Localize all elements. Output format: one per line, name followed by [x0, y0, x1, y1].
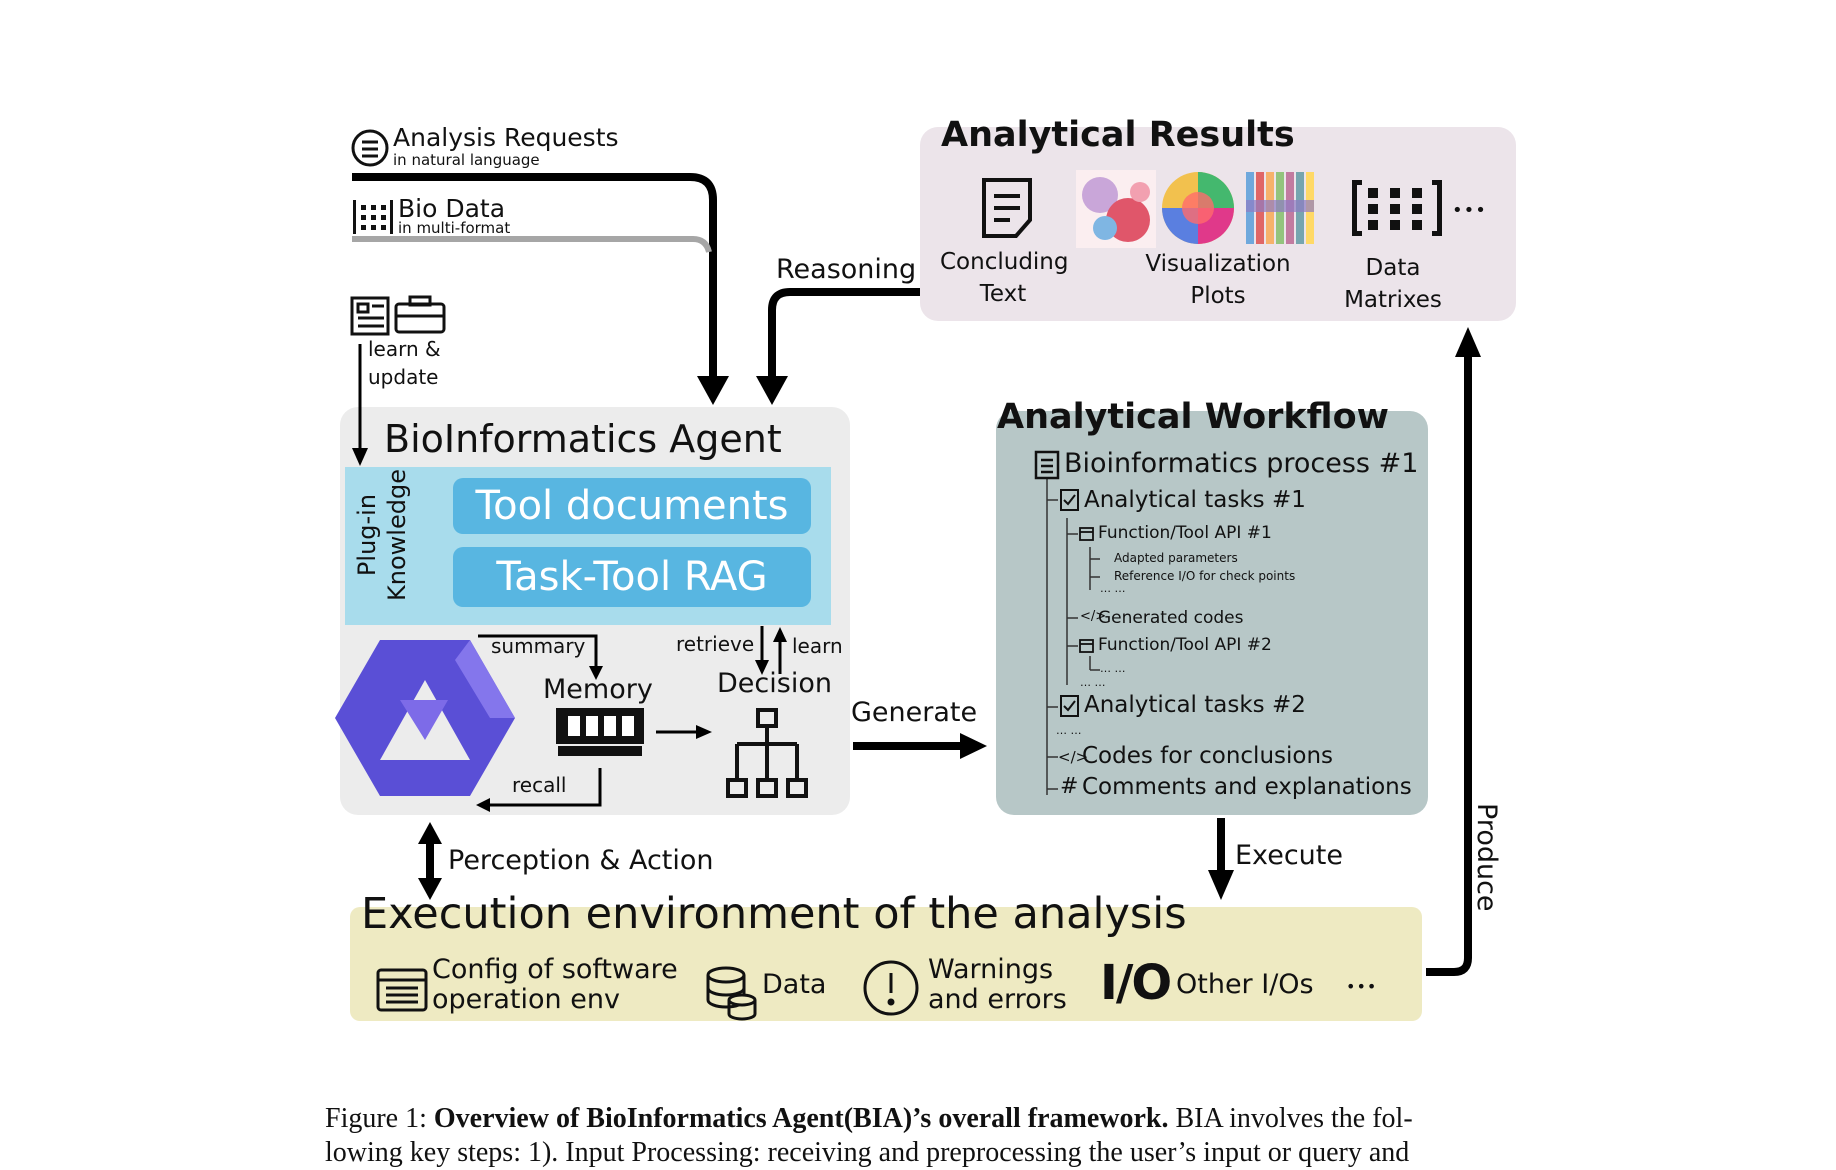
data-matrix-icon — [1352, 180, 1442, 236]
toolbox-icon — [394, 295, 446, 334]
visualization-line-1: Visualization — [1145, 251, 1291, 277]
dots-2: … … — [1100, 662, 1126, 675]
concluding-line-1: Concluding — [940, 249, 1069, 275]
workflow-title: Analytical Workflow — [997, 397, 1389, 437]
caption-line-2: lowing key steps: 1). Input Processing: … — [325, 1137, 1410, 1168]
caption-bold: Overview of BioInformatics Agent(BIA)’s … — [433, 1103, 1169, 1134]
workflow-tree-lines — [1046, 478, 1100, 795]
analysis-requests-arrowhead — [697, 376, 729, 405]
visualization-line-2: Plots — [1190, 283, 1246, 309]
execute-label: Execute — [1235, 840, 1343, 871]
summary-label: summary — [491, 634, 586, 658]
other-ios-label: Other I/Os — [1176, 969, 1314, 1000]
data-matrixes-label: Data Matrixes — [1330, 252, 1456, 316]
produce-arrow — [1426, 355, 1472, 976]
dots-3: … … — [1080, 676, 1106, 689]
analysis-requests-sub: in natural language — [393, 151, 540, 169]
agent-title: BioInformatics Agent — [384, 417, 782, 461]
task2-label: Analytical tasks #2 — [1084, 692, 1306, 718]
plugin-knowledge-label: Plug-in Knowledge — [352, 460, 412, 610]
data-label: Data — [762, 969, 827, 1000]
figure-caption: Figure 1: Overview of BioInformatics Age… — [325, 1102, 1521, 1170]
codes-conclusions-label: Codes for conclusions — [1082, 743, 1334, 769]
decision-tree-icon — [726, 708, 808, 798]
params-label: Adapted parameters — [1114, 551, 1238, 565]
bio-data-line — [352, 236, 712, 253]
plugin-label-line-1: Plug-in — [353, 493, 381, 577]
bio-data-sub: in multi-format — [398, 219, 511, 237]
process-label: Bioinformatics process #1 — [1064, 448, 1419, 479]
chat-bubble-icon — [351, 129, 389, 167]
code-icon-1: </> — [1080, 609, 1107, 624]
tool-documents-box: Tool documents — [453, 478, 811, 534]
caption-line-1: Figure 1: Overview of BioInformatics Age… — [325, 1102, 1521, 1136]
task-tool-rag-box: Task-Tool RAG — [453, 547, 811, 607]
perception-action-label: Perception & Action — [448, 845, 714, 876]
caption-label: Figure 1: — [325, 1103, 427, 1134]
summary-arrow — [478, 634, 598, 668]
recall-label: recall — [512, 773, 567, 797]
hash-icon: # — [1060, 774, 1079, 799]
config-line-1: Config of software — [432, 954, 678, 985]
concluding-text-label: Concluding Text — [940, 246, 1069, 310]
comments-label: Comments and explanations — [1082, 774, 1412, 800]
matrixes-line-1: Data — [1365, 255, 1421, 281]
io-symbol-icon: I/O — [1100, 955, 1172, 1011]
memory-label: Memory — [543, 674, 653, 705]
reasoning-label: Reasoning — [776, 254, 917, 285]
config-window-icon — [376, 968, 428, 1012]
warnings-line-2: and errors — [928, 984, 1067, 1015]
ref-io-label: Reference I/O for check points — [1114, 569, 1296, 583]
decision-label: Decision — [717, 668, 832, 699]
data-grid-icon — [353, 200, 393, 234]
documents-icon — [350, 296, 390, 336]
concluding-text-icon — [982, 178, 1032, 238]
visualization-plots-label: Visualization Plots — [1140, 248, 1296, 312]
memory-chip-icon — [556, 708, 644, 756]
plugin-label-line-2: Knowledge — [383, 469, 411, 601]
analysis-requests-arrow — [352, 173, 717, 378]
execution-more-icon: ••• — [1346, 977, 1378, 996]
api-window-icon — [1079, 527, 1094, 653]
dots-1: … … — [1100, 582, 1126, 595]
produce-label: Produce — [1471, 803, 1502, 912]
learn-label: learn — [792, 634, 843, 658]
bio-data-label: Bio Data — [398, 194, 506, 223]
analysis-requests-label: Analysis Requests — [393, 123, 619, 152]
concluding-line-2: Text — [979, 281, 1027, 307]
execution-panel — [350, 907, 1422, 1021]
warning-icon — [863, 960, 919, 1016]
retrieve-label: retrieve — [676, 632, 755, 656]
agent-logo-icon — [335, 640, 515, 796]
generated-codes-label: Generated codes — [1098, 608, 1244, 628]
config-label: Config of software operation env — [432, 955, 678, 1015]
workflow-panel — [996, 411, 1428, 815]
recall-arrow — [488, 768, 602, 807]
code-icon-2: </> — [1058, 748, 1089, 766]
learn-update-label-1: learn & — [368, 337, 441, 361]
warnings-label: Warnings and errors — [928, 955, 1067, 1015]
dots-4: … … — [1056, 724, 1082, 737]
results-more-icon: ••• — [1452, 200, 1487, 221]
config-line-2: operation env — [432, 984, 620, 1015]
reasoning-arrow — [768, 288, 920, 378]
generate-label: Generate — [851, 697, 978, 728]
learn-update-label-2: update — [368, 365, 439, 389]
task1-label: Analytical tasks #1 — [1084, 487, 1306, 513]
results-title: Analytical Results — [941, 115, 1295, 155]
visualization-plots-thumbnail — [1076, 170, 1314, 248]
warnings-line-1: Warnings — [928, 954, 1054, 985]
execution-title: Execution environment of the analysis — [361, 889, 1187, 939]
process-icon — [1034, 450, 1060, 480]
caption-rest: BIA involves the fol- — [1168, 1103, 1413, 1134]
matrixes-line-2: Matrixes — [1344, 287, 1442, 313]
api2-label: Function/Tool API #2 — [1098, 635, 1272, 655]
database-icon — [706, 966, 757, 1021]
task-clipboard-icon — [1060, 489, 1079, 717]
api1-label: Function/Tool API #1 — [1098, 523, 1272, 543]
